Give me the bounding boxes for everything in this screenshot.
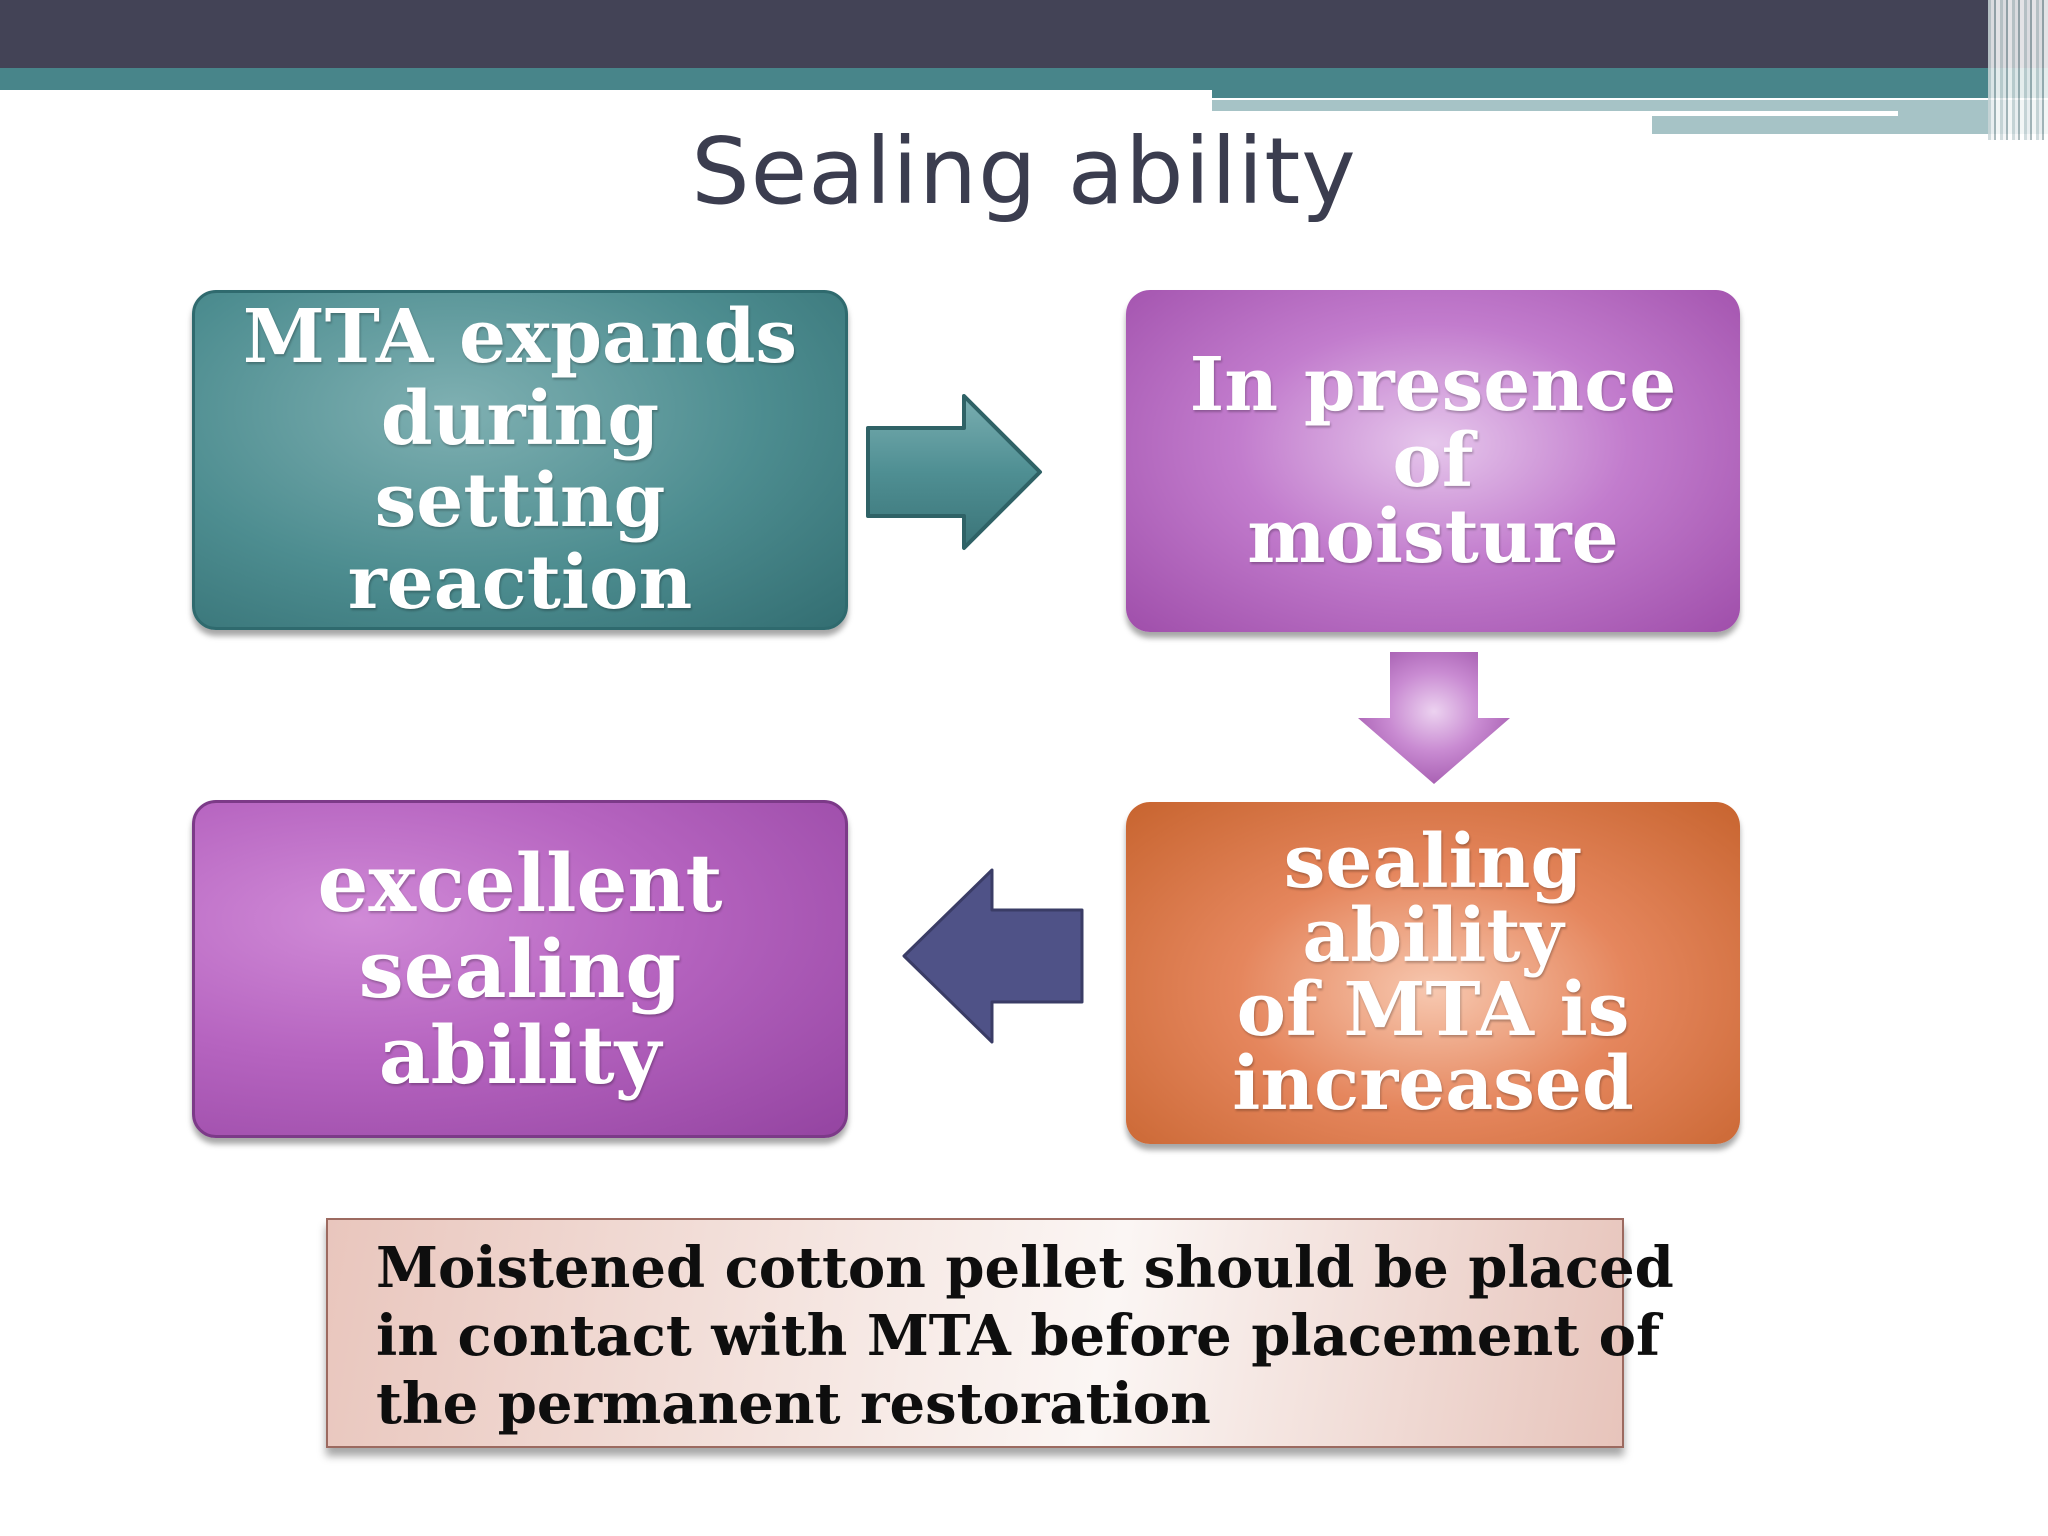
flow-step-1-line: MTA expands xyxy=(242,294,798,380)
flow-step-4-line: ability xyxy=(378,1008,662,1102)
flow-step-4-line: sealing xyxy=(358,922,682,1016)
note-box: Moistened cotton pellet should be placed… xyxy=(326,1218,1674,1448)
arrow-left-icon xyxy=(902,868,1084,1044)
flow-step-3-line: increased xyxy=(1232,1041,1634,1127)
slide-title: Sealing ability xyxy=(691,118,1357,225)
header-bar xyxy=(0,0,2048,68)
flow-step-1-line: reaction xyxy=(347,540,693,626)
flow-step-3-line: of MTA is xyxy=(1236,967,1630,1053)
note-line: Moistened cotton pellet should be placed xyxy=(376,1235,1674,1301)
accent-bar-cut-2 xyxy=(1212,116,1652,134)
flow-step-4-line: excellent xyxy=(317,836,723,930)
accent-bar-cut xyxy=(0,90,1212,104)
edge-decoration xyxy=(1988,0,2048,140)
flow-step-2-line: moisture xyxy=(1247,494,1619,580)
accent-bar-line xyxy=(1212,111,1898,116)
arrow-right-icon xyxy=(866,394,1042,550)
arrow-down-icon xyxy=(1358,652,1510,784)
flow-step-2: In presence of moisture xyxy=(1126,290,1740,632)
flow-step-1: MTA expands during setting reaction xyxy=(192,290,848,630)
flow-step-3-line: sealing ability xyxy=(1283,819,1583,979)
note-line: the permanent restoration xyxy=(376,1371,1211,1437)
flow-step-3: sealing ability of MTA is increased xyxy=(1126,802,1740,1144)
flow-step-2-line: In presence of xyxy=(1189,342,1677,504)
flow-step-1-line: during setting xyxy=(374,376,666,544)
flow-step-4: excellent sealing ability xyxy=(192,800,848,1138)
note-line: in contact with MTA before placement of xyxy=(376,1303,1661,1369)
